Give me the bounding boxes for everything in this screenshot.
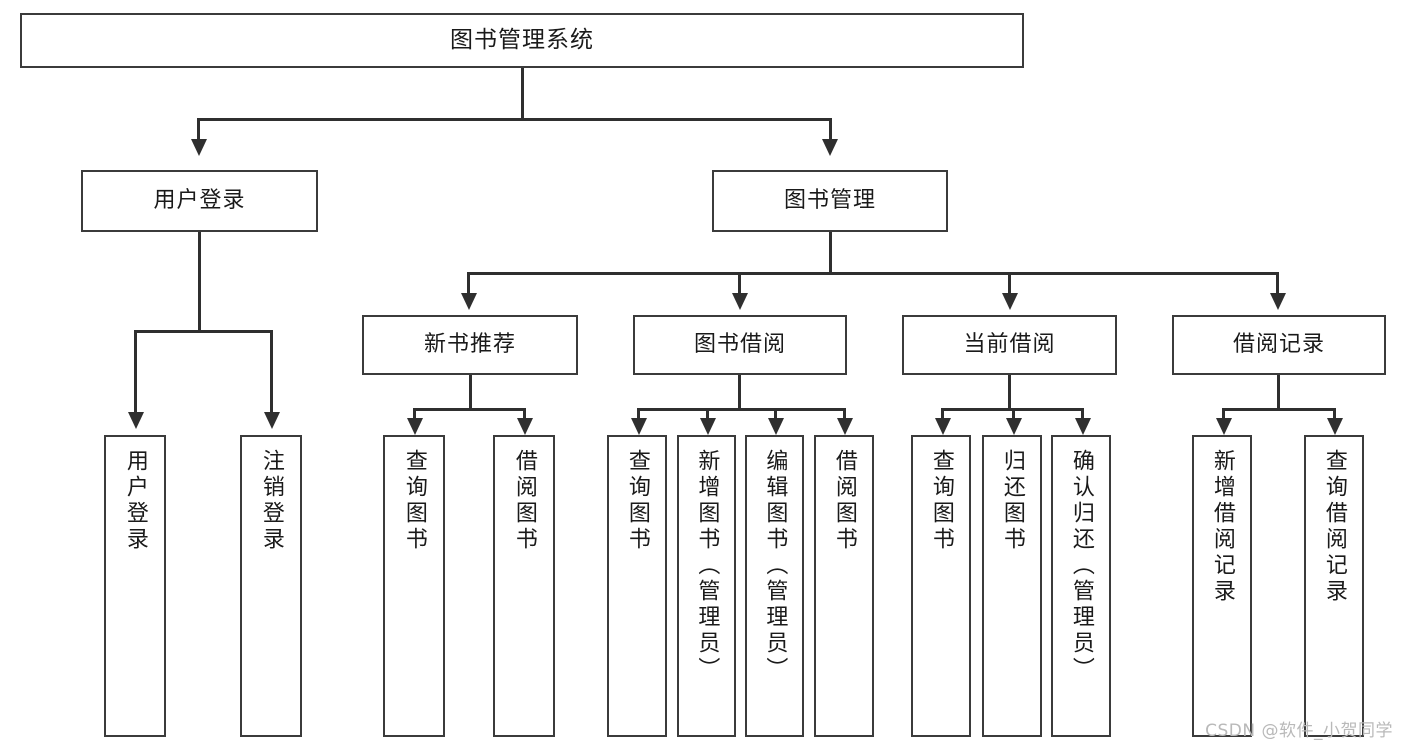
connector-user-login-bus [134,330,273,333]
node-label: 新增图书（管理员） [694,449,720,683]
node-label: 借阅记录 [1232,331,1325,357]
arrow-to-leaf-add-book [700,418,716,435]
node-label: 用户登录 [122,449,148,553]
connector-to-leaf-query-book-1 [413,408,416,420]
connector-to-user-login [197,118,200,141]
connector-to-borrow-record [1276,272,1279,295]
node-label: 新增借阅记录 [1209,449,1235,605]
node-leaf-add-book[interactable]: 新增图书（管理员） [677,435,736,737]
node-user-login[interactable]: 用户登录 [81,170,318,232]
node-label: 归还图书 [999,449,1025,553]
connector-to-leaf-add-book [706,408,709,420]
node-leaf-borrow-book-1[interactable]: 借阅图书 [493,435,555,737]
connector-to-current-borrow [1008,272,1011,295]
arrow-to-leaf-return-book [1006,418,1022,435]
connector-to-leaf-logout [270,330,273,414]
node-leaf-logout[interactable]: 注销登录 [240,435,302,737]
connector-to-leaf-confirm-return [1081,408,1084,420]
node-new-book-rec[interactable]: 新书推荐 [362,315,578,375]
connector-to-new-book-rec [467,272,470,295]
connector-level3-bus [467,272,1279,275]
node-label: 注销登录 [258,449,284,553]
connector-new-book-rec-stem [469,375,472,410]
arrow-to-leaf-query-book-3 [935,418,951,435]
arrow-to-leaf-add-record [1216,418,1232,435]
node-label: 编辑图书（管理员） [762,449,788,683]
connector-book-manage-stem [829,232,832,274]
node-book-manage[interactable]: 图书管理 [712,170,948,232]
arrow-to-leaf-borrow-book-1 [517,418,533,435]
connector-to-leaf-user-login [134,330,137,414]
connector-to-leaf-borrow-book-1 [523,408,526,420]
node-label: 图书管理系统 [450,26,594,53]
node-leaf-query-book-1[interactable]: 查询图书 [383,435,445,737]
arrow-to-leaf-query-book-1 [407,418,423,435]
connector-to-leaf-borrow-book-2 [843,408,846,420]
node-borrow-record[interactable]: 借阅记录 [1172,315,1386,375]
arrow-to-book-manage [822,139,838,156]
connector-to-leaf-return-book [1012,408,1015,420]
node-leaf-query-book-2[interactable]: 查询图书 [607,435,667,737]
connector-to-leaf-add-record [1222,408,1225,420]
connector-to-leaf-query-book-3 [941,408,944,420]
node-leaf-query-record[interactable]: 查询借阅记录 [1304,435,1364,737]
node-label: 借阅图书 [831,449,857,553]
csdn-watermark: CSDN @软件_小贺同学 [1205,721,1393,741]
node-label: 用户登录 [153,187,246,213]
connector-to-leaf-query-book-2 [637,408,640,420]
connector-user-login-stem [198,232,201,332]
connector-to-book-manage [829,118,832,141]
arrow-to-leaf-edit-book [768,418,784,435]
arrow-to-leaf-query-book-2 [631,418,647,435]
connector-to-leaf-edit-book [774,408,777,420]
arrow-to-leaf-confirm-return [1075,418,1091,435]
node-leaf-confirm-return[interactable]: 确认归还（管理员） [1051,435,1111,737]
arrow-to-new-book-rec [461,293,477,310]
node-leaf-edit-book[interactable]: 编辑图书（管理员） [745,435,804,737]
node-label: 借阅图书 [511,449,537,553]
arrow-to-leaf-user-login [128,412,144,429]
node-label: 查询借阅记录 [1321,449,1347,605]
connector-book-borrow-stem [738,375,741,410]
connector-borrow-record-bus [1222,408,1336,411]
connector-root-stem [521,68,524,120]
connector-book-borrow-bus [637,408,843,411]
node-leaf-return-book[interactable]: 归还图书 [982,435,1042,737]
node-root-system[interactable]: 图书管理系统 [20,13,1024,68]
node-label: 确认归还（管理员） [1068,449,1094,683]
connector-borrow-record-stem [1277,375,1280,410]
arrow-to-leaf-logout [264,412,280,429]
arrow-to-current-borrow [1002,293,1018,310]
node-label: 查询图书 [928,449,954,553]
node-book-borrow[interactable]: 图书借阅 [633,315,847,375]
node-label: 新书推荐 [423,331,516,357]
node-current-borrow[interactable]: 当前借阅 [902,315,1117,375]
connector-current-borrow-stem [1008,375,1011,410]
connector-to-book-borrow [738,272,741,295]
node-label: 查询图书 [401,449,427,553]
arrow-to-leaf-borrow-book-2 [837,418,853,435]
node-leaf-add-record[interactable]: 新增借阅记录 [1192,435,1252,737]
node-leaf-query-book-3[interactable]: 查询图书 [911,435,971,737]
connector-new-book-rec-bus [413,408,526,411]
node-label: 当前借阅 [963,331,1056,357]
arrow-to-user-login [191,139,207,156]
node-label: 图书借阅 [693,331,786,357]
node-leaf-user-login[interactable]: 用户登录 [104,435,166,737]
node-leaf-borrow-book-2[interactable]: 借阅图书 [814,435,874,737]
connector-level2-bus [197,118,831,121]
arrow-to-book-borrow [732,293,748,310]
arrow-to-borrow-record [1270,293,1286,310]
node-label: 图书管理 [783,187,876,213]
arrow-to-leaf-query-record [1327,418,1343,435]
connector-to-leaf-query-record [1333,408,1336,420]
node-label: 查询图书 [624,449,650,553]
